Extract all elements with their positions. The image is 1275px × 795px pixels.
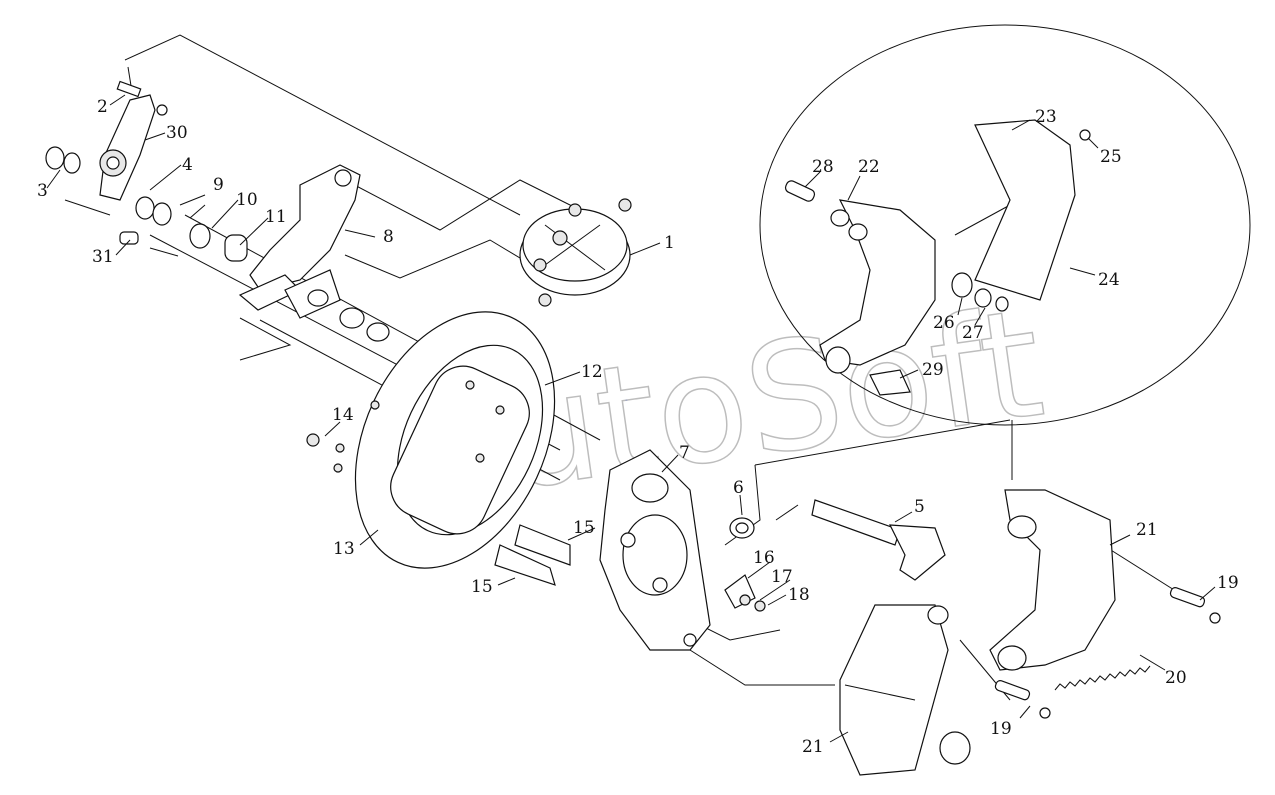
detail-circle <box>759 24 1251 426</box>
dust-shield <box>354 311 556 569</box>
leader-lines <box>46 94 1216 743</box>
callout-13: 13 <box>333 539 355 559</box>
assembly-lines <box>124 34 1191 701</box>
callout-14: 14 <box>332 405 354 425</box>
callout-30: 30 <box>166 123 188 143</box>
callout-7: 7 <box>679 443 690 463</box>
callout-24: 24 <box>1098 270 1120 290</box>
callout-15a: 15 <box>573 518 595 538</box>
callout-8: 8 <box>383 227 394 247</box>
callout-19b: 19 <box>990 719 1012 739</box>
brake-spider <box>599 449 711 651</box>
callout-11: 11 <box>265 207 287 227</box>
callout-2: 2 <box>97 97 108 117</box>
callout-21b: 21 <box>802 737 824 757</box>
camshaft-bracket <box>238 164 390 342</box>
callout-31: 31 <box>92 247 114 267</box>
return-spring <box>994 587 1221 719</box>
callout-27: 27 <box>962 323 984 343</box>
slack-adjuster <box>45 66 248 262</box>
bolts <box>306 380 505 473</box>
adjuster-plate <box>724 574 766 612</box>
brake-chamber <box>519 198 632 307</box>
callout-22: 22 <box>858 157 880 177</box>
callout-16: 16 <box>753 548 775 568</box>
rollers <box>494 524 571 586</box>
callout-29: 29 <box>922 360 944 380</box>
callout-28: 28 <box>812 157 834 177</box>
callout-12: 12 <box>581 362 603 382</box>
callout-20: 20 <box>1165 668 1187 688</box>
callout-10: 10 <box>236 190 258 210</box>
callout-23: 23 <box>1035 107 1057 127</box>
callout-9: 9 <box>213 175 224 195</box>
callout-4: 4 <box>182 155 193 175</box>
callouts: 1 2 3 4 5 6 7 8 9 10 11 12 13 14 15 15 1… <box>37 97 1239 757</box>
callout-5: 5 <box>914 497 925 517</box>
callout-3: 3 <box>37 181 48 201</box>
callout-6: 6 <box>733 478 744 498</box>
camshaft <box>729 499 946 581</box>
callout-17: 17 <box>771 567 793 587</box>
callout-25: 25 <box>1100 147 1122 167</box>
callout-15b: 15 <box>471 577 493 597</box>
callout-21a: 21 <box>1136 520 1158 540</box>
blue-mark: ◦ <box>625 398 628 404</box>
callout-1: 1 <box>664 233 675 253</box>
brake-shoe-upper <box>989 489 1116 671</box>
detail-shoe <box>784 119 1091 396</box>
callout-26: 26 <box>933 313 955 333</box>
brake-shoe-lower <box>839 604 971 776</box>
callout-19a: 19 <box>1217 573 1239 593</box>
callout-18: 18 <box>788 585 810 605</box>
